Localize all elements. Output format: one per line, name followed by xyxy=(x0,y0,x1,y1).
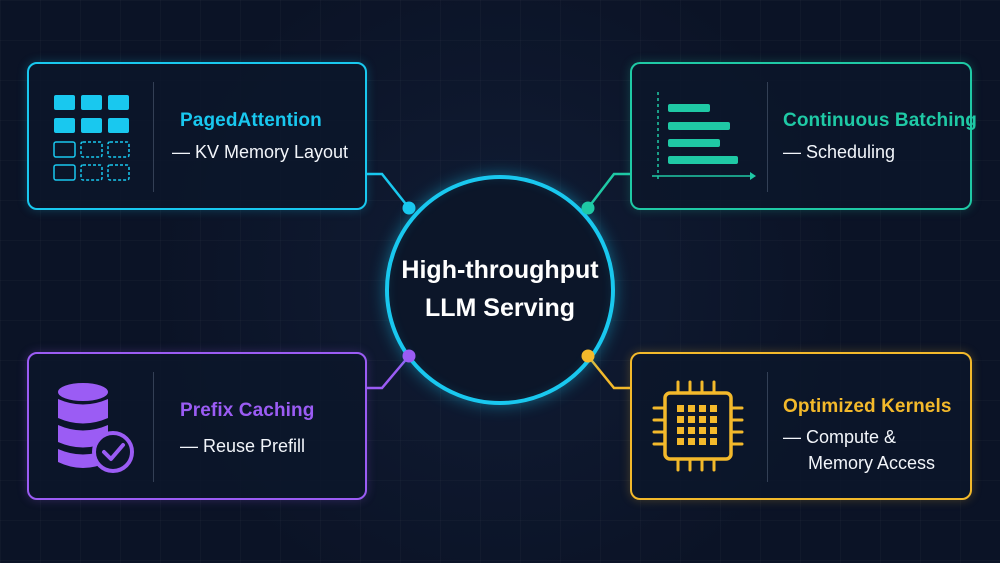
card-title: PagedAttention xyxy=(180,110,322,131)
card-subtitle: — Reuse Prefill xyxy=(180,436,306,456)
card-prefix-caching: Prefix Caching — Reuse Prefill xyxy=(27,352,367,500)
chip-icon xyxy=(652,380,744,472)
center-title-line-2: LLM Serving xyxy=(424,294,575,322)
connector-kernels xyxy=(587,355,630,390)
database-check-icon xyxy=(58,383,134,473)
card-divider xyxy=(767,372,768,482)
timeline-bars-icon xyxy=(652,92,756,182)
connector-paged xyxy=(367,172,410,209)
card-title: Continuous Batching xyxy=(783,110,977,131)
junction-dot-paged xyxy=(402,201,416,215)
memory-grid-icon xyxy=(53,95,130,181)
card-continuous-batching: Continuous Batching — Scheduling xyxy=(630,62,977,210)
card-optimized-kernels: Optimized Kernels — Compute & Memory Acc… xyxy=(630,352,972,500)
card-divider xyxy=(767,82,768,192)
card-divider xyxy=(153,372,154,482)
junction-dot-kernels xyxy=(581,349,595,363)
card-title: Prefix Caching xyxy=(180,400,315,421)
card-divider xyxy=(153,82,154,192)
card-subtitle: — Scheduling xyxy=(783,142,896,162)
center-title-line-1: High-throughput xyxy=(401,256,599,284)
junction-dot-prefix xyxy=(402,349,416,363)
card-paged-attention: PagedAttention — KV Memory Layout xyxy=(27,62,367,210)
card-subtitle: — KV Memory Layout xyxy=(172,142,349,162)
card-subtitle-line-2: Memory Access xyxy=(808,453,936,473)
connector-batch xyxy=(587,172,630,209)
connector-prefix xyxy=(367,355,410,390)
junction-dot-batch xyxy=(581,201,595,215)
center-title: High-throughput LLM Serving xyxy=(389,251,611,327)
card-title: Optimized Kernels xyxy=(783,396,952,417)
card-subtitle-line-1: — Compute & xyxy=(783,427,897,447)
center-hub: High-throughput LLM Serving xyxy=(385,175,615,405)
